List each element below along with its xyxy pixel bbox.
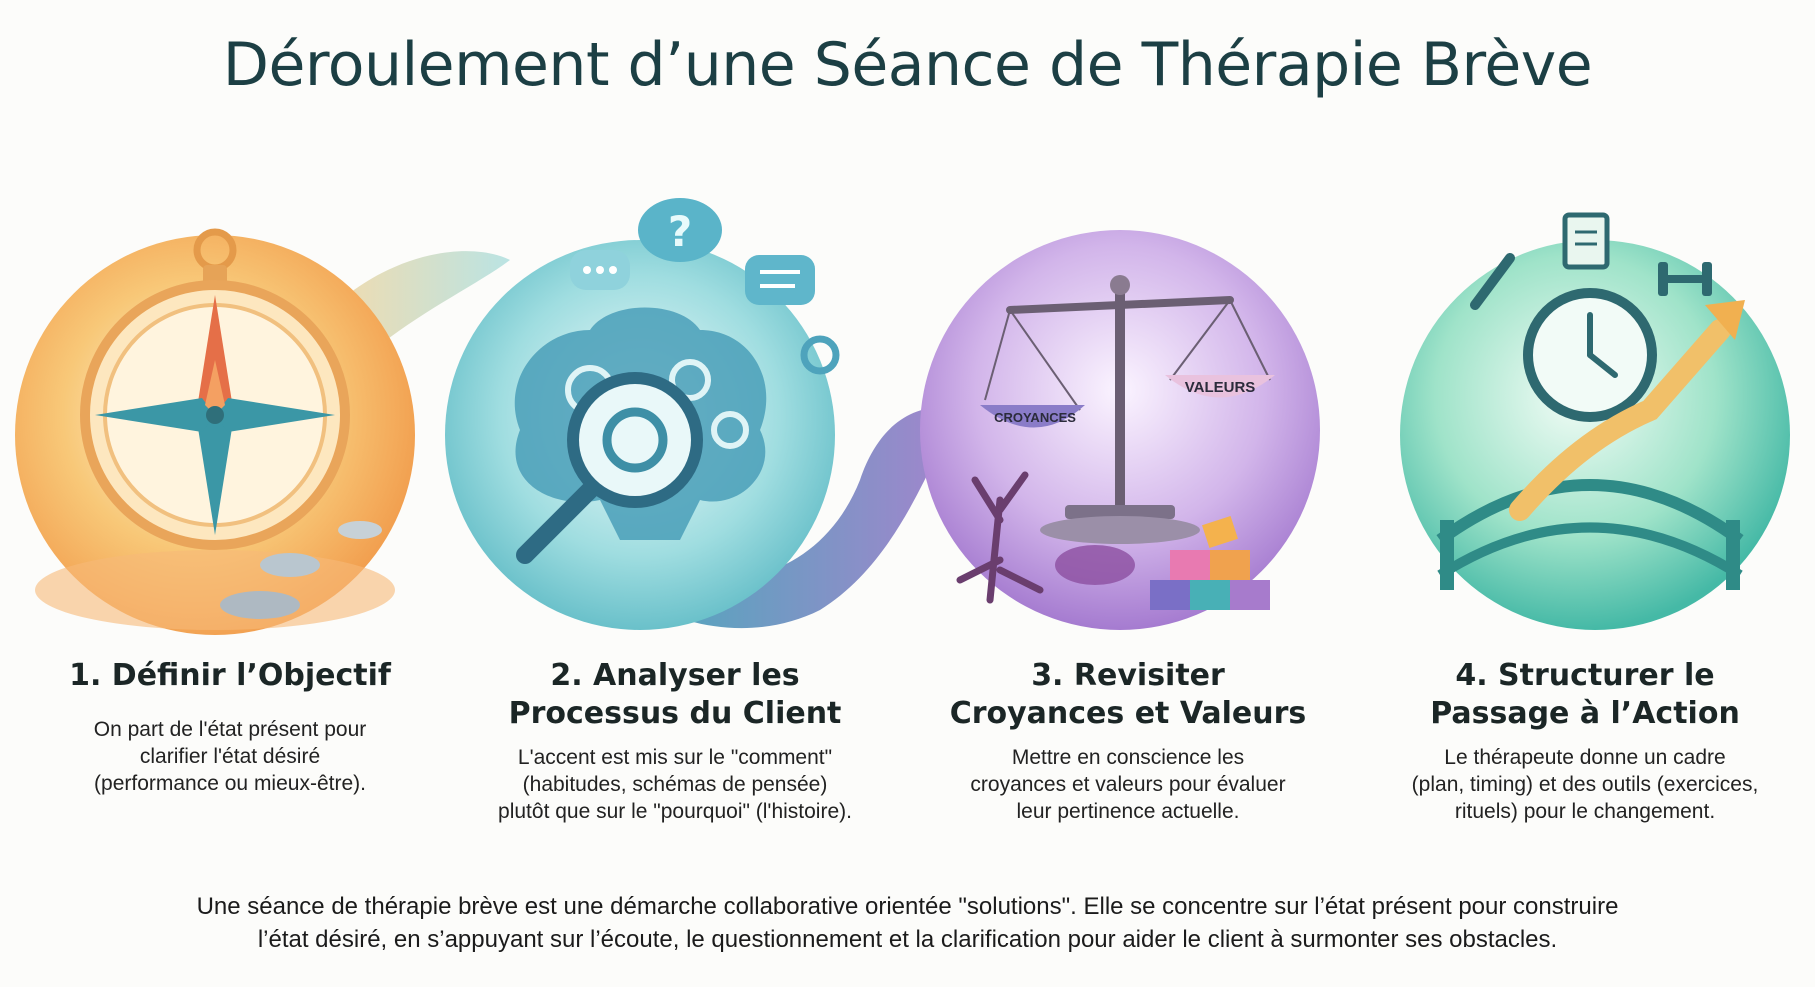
wave-connector-2: [640, 407, 960, 629]
step-3-title: 3. Revisiter Croyances et Valeurs: [918, 657, 1338, 733]
step-3-title-line1: 3. Revisiter: [1031, 658, 1225, 693]
brain-magnifier-icon: ?: [445, 198, 840, 630]
step-1-desc: On part de l'état présent pour clarifier…: [20, 716, 440, 797]
speech-bubble-dots: [570, 250, 630, 290]
tree-roots-icon: [956, 471, 1044, 604]
step-4-desc-line1: Le thérapeute donne un cadre: [1444, 746, 1726, 769]
scale-label-croyances: CROYANCES: [994, 410, 1076, 425]
page-title: Déroulement d’une Séance de Thérapie Brè…: [222, 30, 1593, 100]
step-1-title-line1: 1. Définir l’Objectif: [69, 658, 391, 693]
summary-line2: l’état désiré, en s’appuyant sur l’écout…: [257, 926, 1558, 953]
step-3-desc-line2: croyances et valeurs pour évaluer: [970, 773, 1286, 796]
step-4-desc: Le thérapeute donne un cadre (plan, timi…: [1375, 744, 1795, 825]
step-3-desc-line1: Mettre en conscience les: [1011, 746, 1245, 769]
step-2-title-line2: Processus du Client: [508, 696, 842, 731]
bridge-clock-icon: [1400, 212, 1790, 630]
speech-bubble-question: ?: [638, 198, 722, 262]
step-2-desc: L'accent est mis sur le "comment" (habit…: [465, 744, 885, 825]
pen-icon: [1470, 253, 1515, 310]
dumbbell-icon: [1658, 262, 1712, 296]
step-3-title-line2: Croyances et Valeurs: [949, 696, 1307, 731]
blocks-icon: [1150, 515, 1270, 610]
scale-label-valeurs: VALEURS: [1185, 379, 1256, 396]
step-4-title-line2: Passage à l’Action: [1430, 696, 1740, 731]
summary-line1: Une séance de thérapie brève est une dém…: [196, 893, 1619, 920]
step-1-title: 1. Définir l’Objectif: [20, 657, 440, 695]
summary-text: Une séance de thérapie brève est une dém…: [80, 890, 1735, 956]
step-4-title: 4. Structurer le Passage à l’Action: [1375, 657, 1795, 733]
step-1-desc-line1: On part de l'état présent pour: [93, 718, 367, 741]
step-3-desc-line3: leur pertinence actuelle.: [1016, 800, 1240, 823]
step-1-desc-line3: (performance ou mieux-être).: [94, 772, 366, 795]
svg-text:?: ?: [668, 207, 692, 256]
illustration: ? CROYANCES VALEURS: [15, 198, 1790, 635]
step-2-desc-line2: (habitudes, schémas de pensée): [522, 773, 828, 796]
compass-icon: [15, 228, 415, 635]
step-1-desc-line2: clarifier l'état désiré: [139, 745, 321, 768]
step-4-desc-line2: (plan, timing) et des outils (exercices,: [1411, 773, 1759, 796]
balance-scale-icon: CROYANCES VALEURS: [920, 230, 1320, 630]
step-4-desc-line3: rituels) pour le changement.: [1454, 800, 1716, 823]
step-2-desc-line3: plutôt que sur le "pourquoi" (l'histoire…: [498, 800, 852, 823]
notepad-icon: [1562, 212, 1610, 270]
step-3-desc: Mettre en conscience les croyances et va…: [918, 744, 1338, 825]
step-4-title-line1: 4. Structurer le: [1455, 658, 1715, 693]
step-2-title-line1: 2. Analyser les: [550, 658, 800, 693]
step-2-desc-line1: L'accent est mis sur le "comment": [517, 746, 833, 769]
step-2-title: 2. Analyser les Processus du Client: [465, 657, 885, 733]
gear-icon: [800, 335, 840, 375]
speech-bubble-lines: [745, 255, 815, 305]
